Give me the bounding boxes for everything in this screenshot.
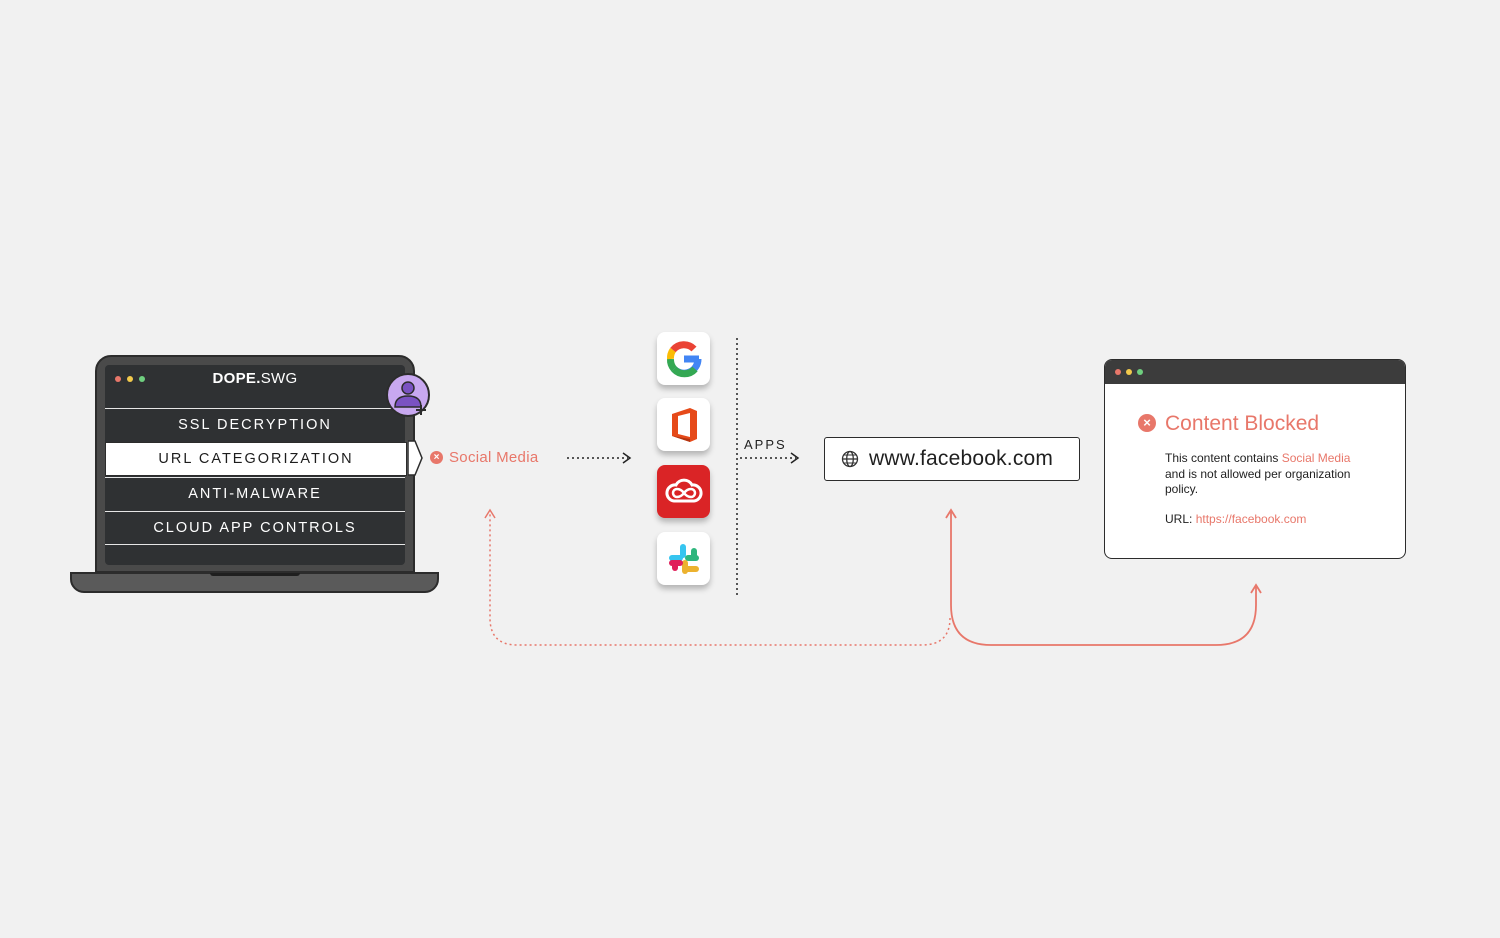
arrowhead-return-tag bbox=[484, 508, 496, 519]
arrowhead-apps-to-url bbox=[790, 452, 800, 464]
office-app[interactable] bbox=[657, 398, 710, 451]
blocked-page-window: × Content Blocked This content contains … bbox=[1104, 359, 1406, 559]
creative-cloud-app[interactable] bbox=[657, 465, 710, 518]
blocked-title: Content Blocked bbox=[1165, 412, 1320, 435]
block-icon: × bbox=[430, 451, 443, 464]
minimize-dot bbox=[1126, 369, 1132, 375]
arrowhead-tag-to-apps bbox=[622, 452, 632, 464]
url-text: www.facebook.com bbox=[869, 447, 1054, 470]
menu-ssl-decryption[interactable]: SSL DECRYPTION bbox=[105, 408, 405, 441]
laptop-screen: DOPE.SWG SSL DECRYPTION URL CATEGORIZATI… bbox=[95, 355, 415, 573]
window-titlebar: DOPE.SWG bbox=[105, 365, 405, 391]
browser-titlebar bbox=[1105, 360, 1405, 384]
slack-app[interactable] bbox=[657, 532, 710, 585]
category-label: Social Media bbox=[449, 449, 539, 466]
menu-anti-malware[interactable]: ANTI-MALWARE bbox=[105, 477, 405, 510]
laptop-notch bbox=[210, 573, 300, 576]
menu-url-categorization[interactable]: URL CATEGORIZATION bbox=[105, 442, 407, 476]
minimize-dot bbox=[127, 376, 133, 382]
close-dot bbox=[115, 376, 121, 382]
arrowhead-url bbox=[945, 508, 957, 519]
blocked-icon: × bbox=[1138, 414, 1156, 432]
slack-icon bbox=[668, 543, 699, 574]
solid-block-path bbox=[950, 512, 1257, 646]
globe-icon bbox=[841, 450, 859, 468]
brand-logo: DOPE.SWG bbox=[212, 370, 298, 387]
swg-panel: DOPE.SWG SSL DECRYPTION URL CATEGORIZATI… bbox=[105, 365, 407, 565]
blocked-message: This content contains Social Media and i… bbox=[1165, 451, 1351, 496]
close-dot bbox=[1115, 369, 1121, 375]
office-icon bbox=[671, 407, 697, 442]
apps-label: APPS bbox=[744, 437, 787, 452]
dotted-return-path bbox=[489, 512, 951, 646]
maximize-dot bbox=[139, 376, 145, 382]
creative-cloud-icon bbox=[664, 478, 703, 502]
menu-cloud-app-controls[interactable]: CLOUD APP CONTROLS bbox=[105, 511, 405, 545]
blocked-url-link[interactable]: https://facebook.com bbox=[1195, 512, 1307, 526]
user-add-icon bbox=[394, 381, 426, 415]
active-row-pointer bbox=[408, 440, 423, 476]
blocked-url: URL: https://facebook.com bbox=[1165, 512, 1307, 526]
user-avatar[interactable] bbox=[386, 373, 430, 417]
arrowhead-blocked bbox=[1250, 583, 1262, 594]
category-tag: × Social Media bbox=[430, 449, 538, 466]
google-app[interactable] bbox=[657, 332, 710, 385]
url-field[interactable]: www.facebook.com bbox=[824, 437, 1080, 481]
google-icon bbox=[666, 340, 702, 377]
maximize-dot bbox=[1137, 369, 1143, 375]
